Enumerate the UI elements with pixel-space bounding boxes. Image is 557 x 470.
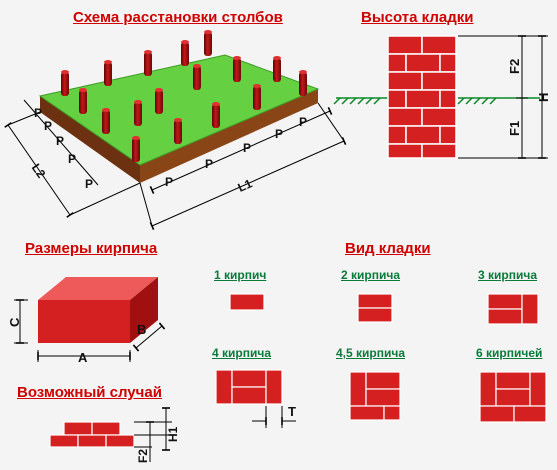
brick-3d	[38, 277, 158, 343]
pole	[253, 84, 261, 110]
p-label-8: P	[243, 141, 251, 155]
poles-scheme-title: Схема расстановки столбов	[73, 9, 283, 26]
p-label-10: P	[299, 115, 307, 129]
pole	[61, 70, 69, 96]
brick-size-title: Размеры кирпича	[25, 240, 158, 257]
pole	[79, 88, 87, 114]
masonry-3-bricks	[487, 293, 539, 325]
c-label: C	[7, 317, 22, 327]
pole	[181, 40, 189, 66]
pole	[233, 56, 241, 82]
masonry-45-bricks	[349, 371, 401, 421]
b-label: B	[137, 322, 146, 337]
pole	[174, 118, 182, 144]
h1-label: H1	[166, 426, 180, 442]
brick-dimensions	[14, 299, 166, 362]
possible-case-labels: F2 H1	[136, 426, 180, 463]
p-label-7: P	[205, 157, 213, 171]
pole	[134, 100, 142, 126]
pole	[104, 60, 112, 86]
p-label-2: P	[44, 119, 52, 133]
l1-label: L1	[236, 176, 255, 195]
f2-label: F2	[507, 59, 522, 74]
height-dimensions	[458, 35, 548, 159]
p-label-9: P	[275, 127, 283, 141]
pole	[132, 136, 140, 162]
masonry-45-label: 4,5 кирпича	[336, 346, 405, 360]
p-label-1: P	[34, 106, 42, 120]
pole	[273, 56, 281, 82]
masonry-2-bricks	[357, 293, 393, 323]
pole	[204, 30, 212, 56]
pole	[299, 70, 307, 96]
masonry-1-brick	[229, 293, 265, 311]
f2-case-label: F2	[136, 449, 150, 463]
masonry-height-title: Высота кладки	[361, 9, 474, 26]
masonry-6-label: 6 кирпичей	[476, 346, 543, 360]
t-label: T	[288, 404, 296, 419]
possible-case-bricks	[49, 421, 135, 448]
masonry-6-bricks	[479, 371, 547, 423]
masonry-1-label: 1 кирпич	[214, 268, 267, 282]
p-label-5: P	[85, 177, 93, 191]
h-label: H	[536, 93, 551, 102]
masonry-type-title: Вид кладки	[345, 240, 431, 257]
height-labels: F2 F1 H	[507, 59, 551, 136]
p-label-6: P	[165, 175, 173, 189]
pole	[155, 88, 163, 114]
p-label-4: P	[68, 152, 76, 166]
possible-case-title: Возможный случай	[17, 384, 162, 401]
pole	[144, 50, 152, 76]
pole	[193, 64, 201, 90]
masonry-3-label: 3 кирпича	[478, 268, 537, 282]
pole	[102, 108, 110, 134]
masonry-4-label: 4 кирпича	[212, 346, 271, 360]
masonry-4-bricks	[215, 369, 283, 405]
t-dimension	[252, 406, 296, 428]
poles-dimensions	[4, 99, 347, 230]
possible-case-dimensions	[134, 407, 172, 462]
brick-labels: A C B	[7, 317, 146, 365]
p-label-3: P	[56, 134, 64, 148]
f1-label: F1	[507, 121, 522, 136]
a-label: A	[78, 350, 88, 365]
masonry-2-label: 2 кирпича	[341, 268, 400, 282]
pole	[212, 102, 220, 128]
brick-column	[387, 35, 457, 159]
l2-label: L2	[29, 161, 49, 181]
